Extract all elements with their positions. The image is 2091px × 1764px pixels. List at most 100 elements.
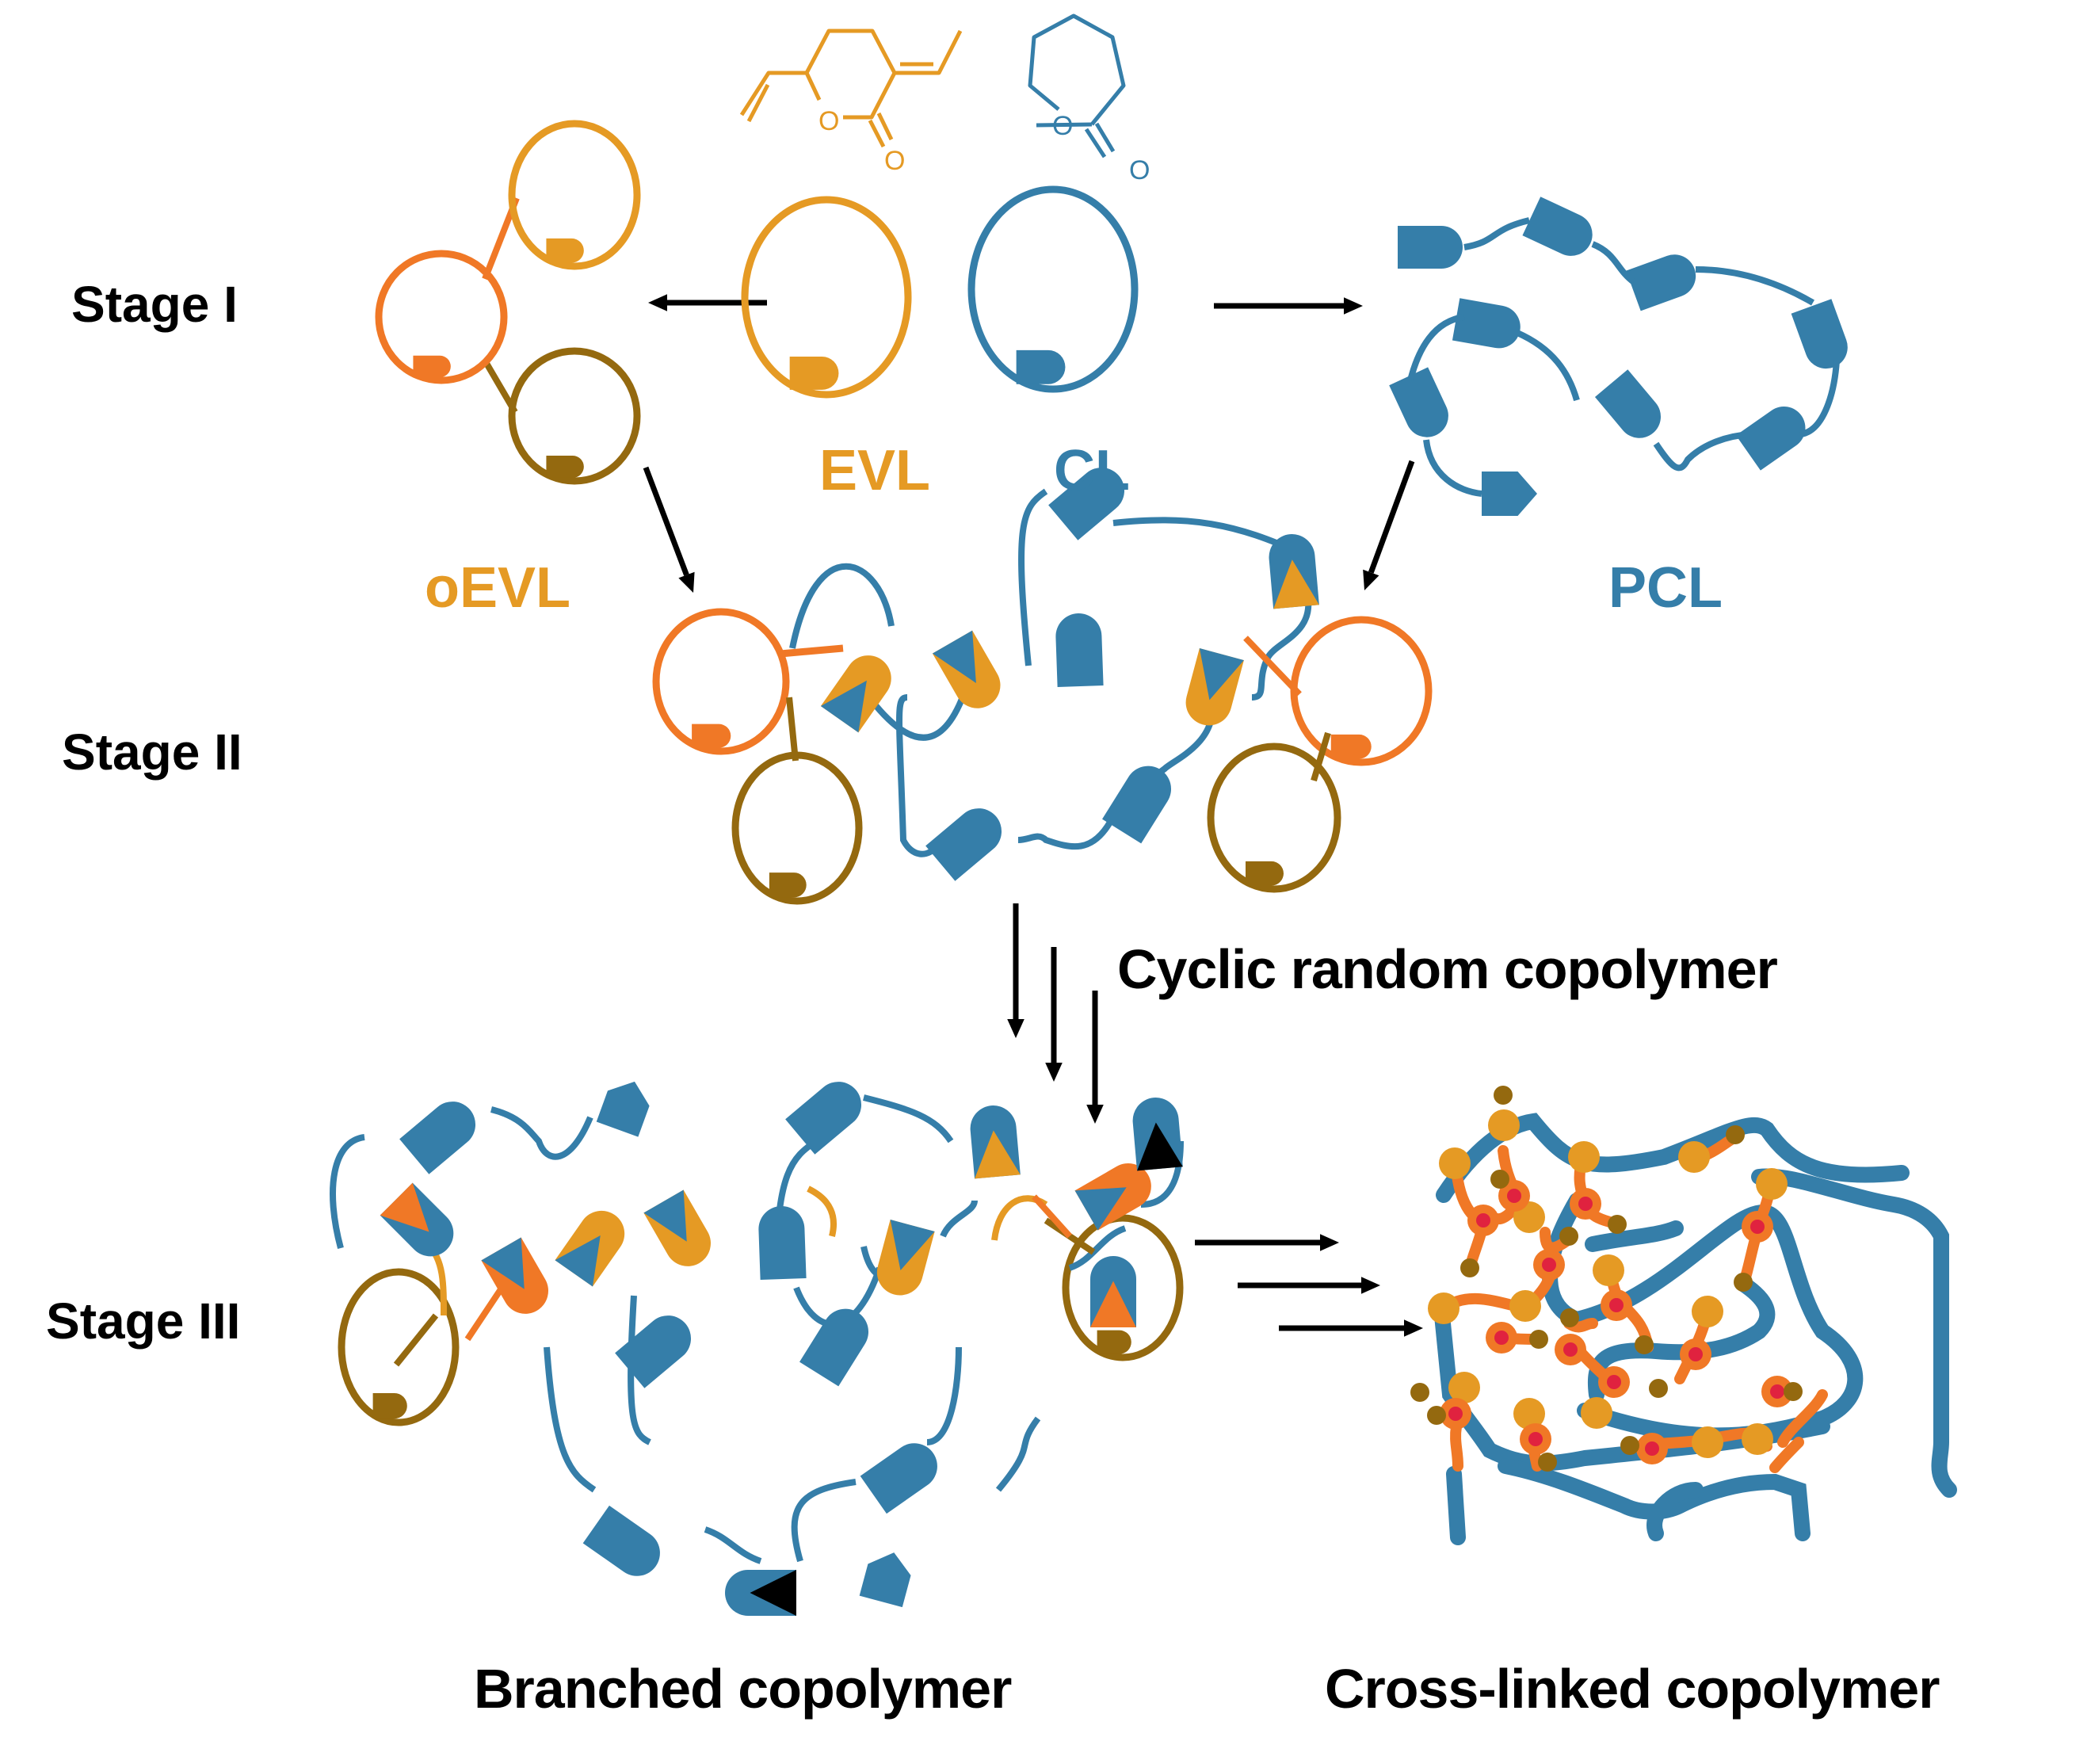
network-oevl-branch-12 xyxy=(1777,1389,1828,1448)
cyclic-mixed-unit-2 xyxy=(1269,534,1319,609)
network-chain-end-3 xyxy=(1726,1125,1745,1144)
cyclic-cl-unit-1 xyxy=(1055,613,1104,687)
evl-carbonyl xyxy=(868,119,886,148)
pcl-unit-0 xyxy=(1398,226,1463,269)
cyclic-mixed-unit-3-wedge xyxy=(1199,648,1244,701)
arrow-to-network-c-head xyxy=(1404,1319,1423,1337)
arrow-cl-to-pcl xyxy=(1214,297,1363,315)
arrow-oevl-to-cyclic-head xyxy=(678,571,695,593)
cyclic-right-pendant-ring xyxy=(1207,743,1341,893)
branched-right-link xyxy=(1032,1194,1072,1239)
network-chain-end-11 xyxy=(1784,1382,1803,1401)
pcl-unit-2 xyxy=(1626,254,1696,311)
branched-left-pendant-ring-unit xyxy=(372,1392,407,1419)
arrow-cl-to-pcl-head xyxy=(1344,297,1363,315)
cl-monomer-ring-loop xyxy=(967,185,1139,393)
branched-cl-unit-2 xyxy=(758,1206,807,1280)
stage-2-label: Stage II xyxy=(62,724,242,781)
network-evl-node-1 xyxy=(1439,1147,1471,1179)
branched-mixed-unit-8-wedge xyxy=(1137,1122,1183,1171)
oevl-central-ring xyxy=(375,250,508,384)
branched-left-pendant-ring xyxy=(338,1268,460,1426)
pcl-backbone xyxy=(1407,217,1840,497)
unused xyxy=(1003,15,1082,89)
network-evl-node-9 xyxy=(1428,1292,1460,1324)
branched-mixed-unit-5-wedge xyxy=(890,1220,935,1271)
branched-cl-unit-4 xyxy=(799,1308,868,1387)
network-evl-node-13 xyxy=(1692,1426,1723,1458)
network-crosslink-point-13 xyxy=(1645,1441,1659,1456)
network-chain-end-4 xyxy=(1608,1215,1627,1234)
branched-mixed-unit-7-wedge xyxy=(1074,1187,1127,1231)
branched-mixed-unit-4-wedge xyxy=(975,1130,1021,1179)
network-crosslink-point-1 xyxy=(1507,1189,1521,1203)
cyclic-left-central-ring xyxy=(652,608,790,755)
cyclic-left-central-ring-unit xyxy=(692,724,731,748)
network-chain-end-10 xyxy=(1734,1273,1753,1292)
oevl-top-ring-loop xyxy=(508,120,641,270)
branched-mixed-unit-2-wedge xyxy=(555,1235,601,1287)
evl-carbonyl-double xyxy=(876,112,894,141)
branched-mixed-unit-0 xyxy=(380,1182,454,1257)
evl-ring-top xyxy=(804,29,897,74)
cyclic-left-link xyxy=(780,644,844,658)
cyclic-left-pendant-ring xyxy=(731,751,863,905)
evl-vinyl-double-bond xyxy=(746,83,770,123)
branched-cl-unit-3 xyxy=(615,1315,692,1388)
arrow-pcl-to-cyclic xyxy=(1363,460,1415,590)
branched-right-pendant-ring xyxy=(1062,1214,1184,1361)
cyclic-left-pendant-ring-unit xyxy=(769,872,807,898)
arrow-pcl-to-cyclic-shaft xyxy=(1368,460,1415,574)
cyclic-mixed-unit-2-wedge xyxy=(1273,559,1319,609)
network-chain-end-7 xyxy=(1635,1335,1654,1354)
network-evl-node-14 xyxy=(1742,1423,1773,1455)
network-crosslink-point-2 xyxy=(1578,1197,1593,1211)
branched-right-pendant-ring-loop xyxy=(1062,1214,1184,1361)
arrow-to-network-a-head xyxy=(1320,1234,1339,1251)
cyclic-copolymer-caption: Cyclic random copolymer xyxy=(1117,938,1778,1000)
branched-mixed-unit-8 xyxy=(1132,1098,1183,1171)
cl-ester-bond xyxy=(1036,122,1093,128)
network-backbone-5 xyxy=(1434,1308,1830,1472)
cyclic-cl-unit-2 xyxy=(925,808,1002,881)
branched-end-unit-top xyxy=(596,1081,650,1137)
network-chain-end-13 xyxy=(1538,1453,1557,1472)
network-chain-end-12 xyxy=(1427,1406,1446,1425)
cl-carbonyl-oxygen: O xyxy=(1129,155,1150,185)
pcl-unit-7 xyxy=(1389,367,1448,437)
stage-3-label: Stage III xyxy=(46,1292,241,1350)
network-crosslink-point-0 xyxy=(1476,1213,1490,1228)
oevl-central-ring-unit xyxy=(413,355,451,377)
cl-monomer-ring-unit xyxy=(1016,349,1066,384)
oevl-bottom-ring xyxy=(508,347,641,485)
network-crosslink-point-3 xyxy=(1750,1220,1765,1234)
cyclic-cl-unit-3 xyxy=(1102,766,1171,844)
branched-mixed-unit-6 xyxy=(1090,1256,1136,1327)
cyclic-right-central-ring xyxy=(1290,616,1433,766)
oevl-label: oEVL xyxy=(425,556,571,620)
network-chain-end-6 xyxy=(1560,1308,1579,1327)
network-oevl-branch-14 xyxy=(1769,1437,1804,1473)
network-backbone-8 xyxy=(1646,1482,1704,1541)
network-evl-node-4 xyxy=(1756,1168,1788,1200)
branched-copolymer-caption: Branched copolymer xyxy=(474,1658,1012,1720)
pcl-unit-5 xyxy=(1594,369,1661,438)
network-chain-end-2 xyxy=(1460,1258,1479,1277)
network-crosslink-point-6 xyxy=(1494,1331,1509,1345)
branched-cl-unit-5 xyxy=(582,1505,660,1576)
branched-mixed-unit-7 xyxy=(1074,1163,1151,1231)
pcl-unit-1 xyxy=(1522,197,1593,256)
branched-mixed-unit-1 xyxy=(481,1237,548,1314)
branched-backbone xyxy=(330,1094,1184,1564)
network-evl-node-11 xyxy=(1513,1398,1545,1430)
pcl-end-unit xyxy=(1482,472,1537,516)
cyclic-left-central-ring-loop xyxy=(652,608,790,755)
cyclic-right-pendant-ring-loop xyxy=(1207,743,1341,893)
network-evl-node-2 xyxy=(1568,1141,1600,1173)
network-evl-node-7 xyxy=(1593,1254,1624,1286)
network-crosslink-point-7 xyxy=(1563,1342,1578,1357)
evl-monomer-ring-loop xyxy=(741,196,912,399)
pcl-unit-3 xyxy=(1791,299,1848,369)
cl-ring-oxygen: O xyxy=(1052,111,1074,141)
